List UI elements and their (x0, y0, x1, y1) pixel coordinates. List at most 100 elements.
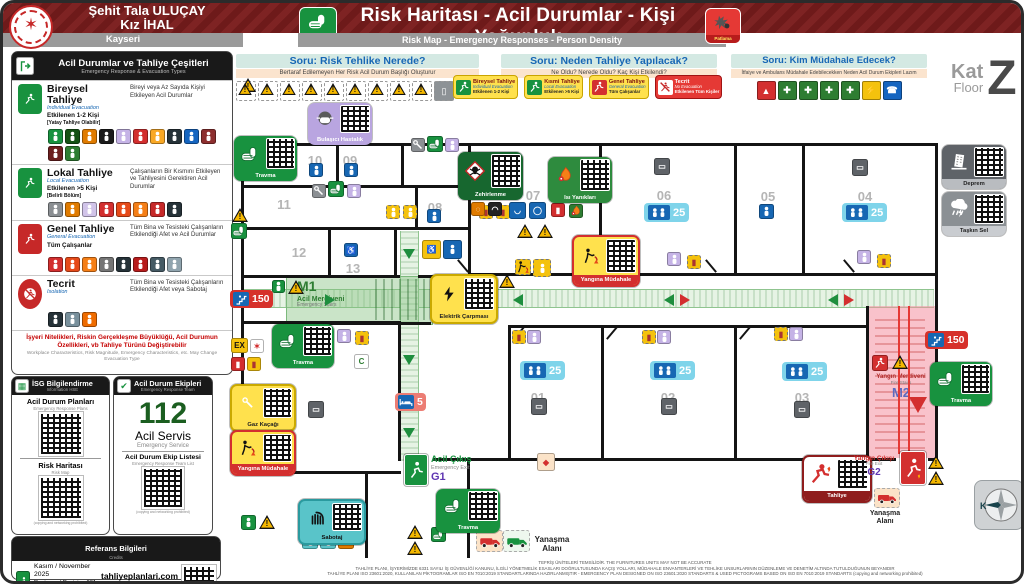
badge-label: Travma (292, 360, 314, 366)
qr-code (263, 434, 292, 462)
stairwell-m1: M1 Acil Merdiveni Emergency Stairs (286, 276, 433, 325)
acil-durum-kusu-icon: ✶ (250, 339, 264, 353)
m1-name: Acil Merdiveni (297, 295, 345, 303)
badge-title: Bireysel Tahliye (473, 78, 516, 85)
team-panel: ✔ Acil Durum Ekipleri Emergency Response… (113, 376, 213, 535)
capacity-badge: 5 (395, 393, 426, 411)
room-number: 05 (760, 189, 776, 204)
wall (705, 259, 717, 273)
credits-subtitle: Credits (109, 554, 123, 560)
plans-label-en: Emergency Response Plans (33, 406, 88, 411)
badge-label: Yangına Müdahale (232, 464, 294, 474)
tahliye-badge: Tahliye (802, 455, 872, 503)
el-yanigi-icon (569, 204, 583, 218)
travma-icon (438, 491, 467, 521)
fire-escape-path (898, 306, 910, 454)
yangin-tupu-icon: ▮ (355, 331, 369, 345)
sidebar-header: Acil Durumlar ve Tahliye Çeşitleri Emerg… (12, 52, 232, 80)
el-yanigi-icon (150, 128, 165, 144)
disclaimer-line1: TEFRİŞ ÜNİTELERİ TEMSİLİDİR. THE FURNITU… (538, 560, 712, 565)
qr-code (265, 138, 295, 169)
fire-exit-door-icon (900, 451, 926, 485)
mutfak-dolabi-icon (759, 204, 774, 219)
makine-kazasi-icon (201, 128, 216, 144)
cay-ocagi-icon: ◡ (509, 202, 526, 219)
patlama-icon (133, 256, 148, 272)
service-label-en: Emergency Service (136, 443, 190, 449)
kurtarma-ekibi-icon: ✚ (798, 81, 818, 100)
travma-icon (274, 326, 302, 356)
section-affected: Etkilenen 1-2 Kişi (47, 112, 100, 120)
wall (394, 227, 397, 278)
badge-label: Tahliye (804, 491, 870, 501)
warning-triangle-icon: ! (928, 471, 944, 486)
yangin-tupu-icon: ▮ (877, 254, 891, 268)
wall (241, 227, 469, 230)
qr-code (974, 147, 1004, 177)
deprem-icon (99, 256, 114, 272)
credits-panel: Referans Bilgileri Credits Kasım / Novem… (11, 536, 221, 582)
yangina-mudahale-icon (234, 434, 262, 462)
direction-arrow (403, 355, 415, 365)
sidebar-note: İşyeri Nitelikleri, Riskin Gerçekleşme B… (12, 329, 232, 366)
m2-code: M2 (891, 384, 911, 400)
warning-triangle-icon: ! (414, 83, 428, 96)
emergency-number: 112 (138, 397, 188, 430)
rehine-icon (82, 311, 97, 327)
isi-yaniklari-icon (550, 159, 579, 191)
yangin-1-icon (99, 201, 114, 217)
wall (508, 325, 868, 328)
isg-title: İSG Bilgilendirme (32, 378, 93, 388)
qr-code (303, 326, 332, 356)
tekmeli-kapi-icon (533, 259, 551, 277)
badge-label: Taşkın Sel (942, 226, 1006, 236)
team-footer: (copying and networking prohibited) (136, 510, 190, 514)
badge-subtitle: General Evacuation (608, 84, 646, 90)
people-icon (524, 363, 546, 378)
warning-triangle-icon: ! (499, 274, 515, 289)
section-affected2: [Belirli Bölüm] (47, 192, 82, 199)
uyari-genel-icon: ! (412, 81, 432, 101)
credits-revision: Revizyon / Revision 001 (34, 579, 97, 584)
badge-title: Kısmi Tahliye (544, 78, 580, 85)
exit-run-icon (18, 223, 42, 254)
akilli-tahta-icon: ▭ (308, 401, 324, 418)
credits-title: Referans Bilgileri (85, 544, 147, 553)
qr-code (464, 278, 494, 310)
section-pictograms (48, 256, 226, 272)
isg-panel: ▦ İSG Bilgilendirme Information HSE Acil… (11, 376, 110, 535)
uyari-takilma-icon: ! (302, 81, 322, 101)
section-description: Bireyi veya Az Sayıda Kişiyi Etkileyen A… (130, 84, 205, 99)
exit-run-icon (18, 84, 42, 114)
toplu-olay-icon (167, 256, 182, 272)
no-evacuation-icon (18, 278, 42, 309)
team-list-label: Acil Durum Ekip Listesi (125, 454, 201, 461)
direction-arrow (844, 294, 854, 306)
badge-affected: Etkilenen 1-2 Kişi (473, 88, 510, 94)
q1-subtitle: Bertaraf Edilemeyen Her Risk Acil Durum … (236, 69, 479, 78)
badge-affected: Etkilenen Tüm Kişiler (674, 88, 720, 94)
akilli-tahta-icon: ▭ (852, 159, 868, 176)
m2-name-en: Fire Stairs (890, 379, 912, 385)
badge-title: Genel Tahliye (608, 78, 645, 85)
su-baskini-icon (48, 201, 63, 217)
itfaiye-icon: ▲ (756, 81, 776, 100)
wall (734, 145, 737, 276)
hijyen-icon (347, 184, 361, 198)
travma-mini-icon (328, 181, 344, 197)
wall (599, 145, 602, 276)
wall (365, 471, 368, 558)
section-title-en: Local Evacuation (47, 178, 89, 185)
riskmap-qr-code (37, 475, 84, 521)
wc-kadin-icon (344, 163, 358, 177)
direction-arrow (513, 294, 523, 306)
risk-noktasi-icon: ◆ (537, 453, 555, 471)
credits-site[interactable]: tahliyeplanlari.com (101, 571, 178, 582)
g1-exit-label: Acil Çıkış Emergency Exit G1 (431, 454, 472, 483)
badge-subtitle: No Evacuation (674, 84, 702, 90)
person-density-badge: 25 (782, 362, 828, 381)
compass-icon: K (974, 480, 1021, 530)
disclaimer: TEFRİŞ ÜNİTELERİ TEMSİLİDİR. THE FURNITU… (235, 560, 1015, 577)
wall (433, 458, 868, 461)
